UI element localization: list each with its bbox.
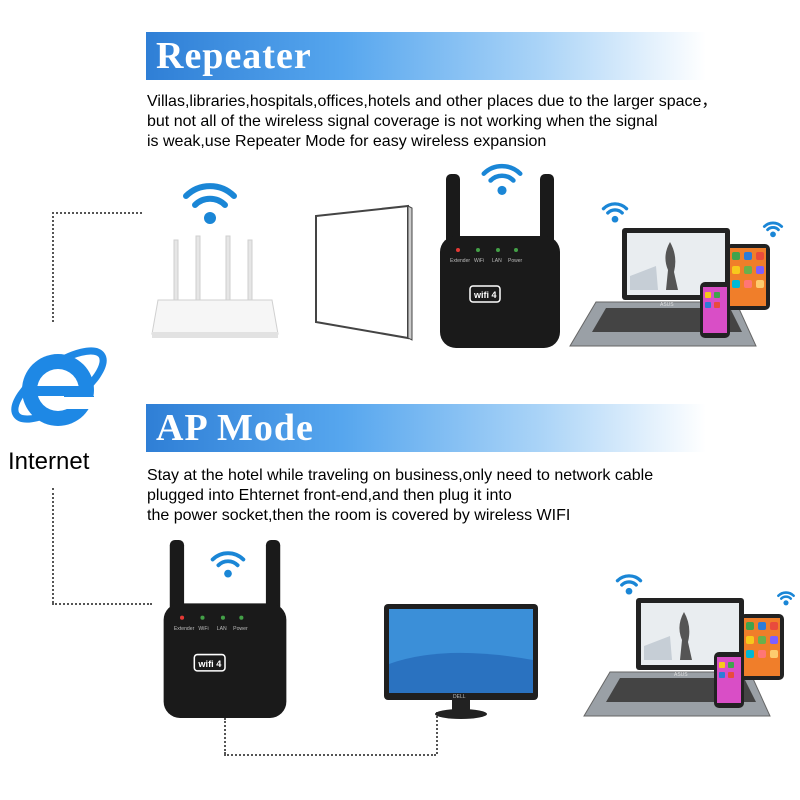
internet-explorer-icon [11, 347, 107, 426]
led-label-power: Power [508, 258, 523, 264]
cable-line-vertical-left [224, 718, 226, 754]
wifi-signal-icon [601, 202, 629, 223]
router-illustration [151, 235, 279, 338]
laptop-brand-bottom: ASUS [674, 672, 688, 678]
dotted-connector-left-top [52, 212, 54, 322]
dotted-connector-top [52, 212, 142, 214]
ap-mode-line-2: plugged into Ehternet front-end,and then… [147, 487, 512, 504]
cable-line-vertical-right [436, 712, 438, 754]
dotted-connector-bottom [52, 603, 152, 605]
repeater-title: Repeater [156, 35, 312, 77]
wifi-extender-device: Extender WiFi LAN Power wifi 4 [440, 174, 560, 348]
wifi4-badge: wifi 4 [473, 290, 497, 300]
repeater-line-1: Villas,libraries,hospitals,offices,hotel… [147, 93, 718, 110]
wifi-signal-icon [210, 551, 246, 578]
led-label-lan: LAN [492, 258, 502, 264]
laptop-brand-top: ASUS [660, 302, 674, 308]
ap-mode-line-3: the power socket,then the room is covere… [147, 507, 571, 524]
repeater-line-2: but not all of the wireless signal cover… [147, 113, 658, 130]
ap-mode-title: AP Mode [156, 407, 314, 449]
desktop-monitor: DELL [384, 604, 538, 719]
led-label-extender: Extender [174, 626, 195, 632]
wifi-signal-icon [777, 591, 795, 606]
led-label-lan: LAN [217, 626, 227, 632]
cable-line-horizontal [224, 754, 436, 756]
wifi-signal-icon [615, 574, 643, 595]
ap-mode-description: Stay at the hotel while traveling on bus… [147, 466, 653, 526]
led-label-power: Power [233, 626, 248, 632]
monitor-brand: DELL [453, 694, 466, 700]
dotted-connector-left-bottom [52, 488, 54, 603]
ap-mode-banner: AP Mode [146, 404, 706, 452]
led-label-wifi: WiFi [198, 626, 208, 632]
wifi-extender-device-ap: Extender WiFi LAN Power wifi 4 [163, 540, 287, 718]
internet-label: Internet [8, 448, 90, 475]
laptop-tablet-phone-group-ap: ASUS [583, 598, 784, 717]
wifi-signal-icon [183, 183, 237, 224]
wifi-signal-icon [762, 221, 784, 238]
wifi-signal-icon [481, 163, 523, 195]
led-label-wifi: WiFi [474, 258, 484, 264]
repeater-description: Villas,libraries,hospitals,offices,hotel… [147, 92, 717, 152]
repeater-banner: Repeater [146, 32, 706, 80]
laptop-tablet-phone-group: ASUS [569, 228, 770, 347]
led-label-extender: Extender [450, 258, 470, 264]
wall-illustration [315, 204, 413, 341]
ap-mode-line-1: Stay at the hotel while traveling on bus… [147, 467, 654, 484]
repeater-line-3: is weak,use Repeater Mode for easy wirel… [147, 133, 547, 150]
wifi4-badge: wifi 4 [197, 659, 222, 669]
